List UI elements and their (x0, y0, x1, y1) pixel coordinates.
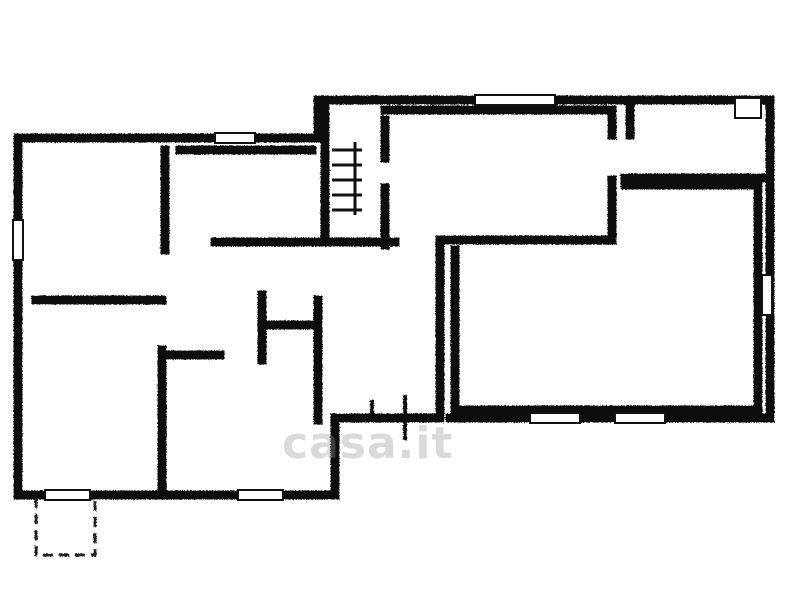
watermark-logo: casa.it (282, 418, 454, 469)
window-left-wall (12, 219, 24, 261)
window-right-wall (761, 274, 773, 316)
window-bottom-living-2 (614, 412, 666, 424)
window-bottom-living-1 (529, 412, 581, 424)
window-bottom-middle (237, 489, 284, 501)
window-top-left (214, 132, 256, 144)
window-top-middle (474, 94, 556, 106)
wall-living-top (620, 180, 763, 415)
outer-wall-top-right (445, 95, 775, 423)
wall-living-left (450, 245, 763, 415)
balcony-outline (34, 498, 97, 557)
entry-step (370, 395, 407, 440)
staircase (332, 142, 362, 215)
wall-right-room-step (435, 175, 617, 423)
window-top-right (734, 97, 762, 119)
wall-top-corridor (380, 105, 617, 140)
window-bottom-left (44, 489, 91, 501)
